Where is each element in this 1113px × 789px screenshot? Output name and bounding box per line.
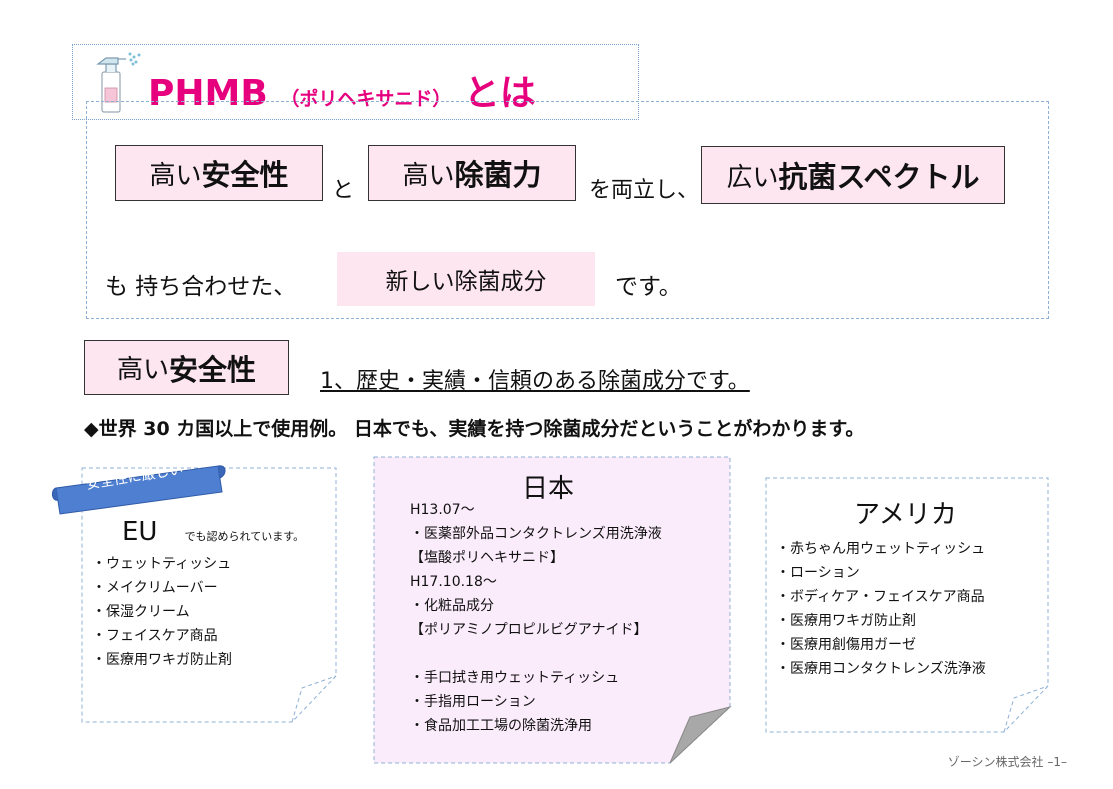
intro-box (86, 101, 1049, 319)
list-item: ・医療用コンタクトレンズ洗浄液 (776, 661, 986, 677)
footer-company: ゾーシン株式会社 –1– (947, 755, 1067, 769)
page-title: PHMB （ポリヘキサニド） とは (148, 64, 536, 116)
label-bold: 抗菌スペクトル (778, 160, 980, 194)
list-item: ・食品加工工場の除菌洗浄用 (410, 718, 592, 734)
new-ingredient-highlight: 新しい除菌成分 (337, 252, 595, 306)
list-item: ・医薬部外品コンタクトレンズ用洗浄液 (410, 526, 662, 542)
japan-card-frame (373, 456, 732, 764)
list-item: 【ポリアミノプロピルビグアナイド】 (410, 622, 648, 638)
label-prefix: 広い (726, 162, 779, 193)
list-item: ・ローション (776, 565, 860, 581)
eu-list: ・ウェットティッシュ ・メイクリムーバー ・保湿クリーム ・フェイスケア商品 ・… (92, 552, 232, 672)
list-item: ・保湿クリーム (92, 604, 190, 620)
list-item: ・化粧品成分 (410, 598, 494, 614)
title-paren: （ポリヘキサニド） (280, 88, 452, 110)
label-wide-spectrum: 広い抗菌スペクトル (701, 146, 1005, 204)
label-prefix: 高い (149, 160, 202, 191)
list-item: H17.10.18～ (410, 574, 497, 590)
eu-title-row: EU でも認められています。 (122, 517, 304, 547)
connector-ryoritsu: を両立し、 (589, 178, 700, 203)
title-box (72, 44, 639, 120)
label-bold: 安全性 (201, 158, 289, 192)
eu-title-note: でも認められています。 (184, 530, 305, 543)
list-item: ・ウェットティッシュ (92, 556, 232, 572)
list-item (410, 642, 662, 666)
ribbon-banner (51, 465, 226, 515)
list-item: ・医療用ワキガ防止剤 (776, 613, 916, 629)
intro-line2-post: です。 (615, 274, 682, 300)
eu-card-frame (81, 467, 337, 723)
label-high-sterilization: 高い除菌力 (368, 145, 576, 201)
label-prefix: 高い (116, 355, 169, 385)
connector-to: と (332, 178, 355, 203)
usa-title: アメリカ (854, 500, 957, 530)
list-item: ・赤ちゃん用ウェットティッシュ (776, 541, 986, 557)
usa-list: ・赤ちゃん用ウェットティッシュ ・ローション ・ボディケア・フェイスケア商品 ・… (776, 537, 986, 681)
title-phmb: PHMB (148, 73, 268, 114)
list-item: ・医療用創傷用ガーゼ (776, 637, 916, 653)
list-item: ・手口拭き用ウェットティッシュ (410, 670, 620, 686)
title-suffix: とは (463, 73, 536, 114)
spray-bottle-icon (96, 52, 141, 113)
label-bold: 安全性 (169, 352, 257, 387)
list-item: ・医療用ワキガ防止剤 (92, 652, 232, 668)
section-label-high-safety: 高い安全性 (84, 340, 289, 395)
label-prefix: 高い (402, 160, 455, 191)
section-title: 1、歴史・実績・信頼のある除菌成分です。 (320, 369, 750, 394)
eu-title: EU (122, 517, 158, 547)
list-item: ・フェイスケア商品 (92, 628, 218, 644)
world-usage-note: ◆世界 30 カ国以上で使用例。 日本でも、実績を持つ除菌成分だということがわか… (84, 418, 865, 440)
list-item: ・ボディケア・フェイスケア商品 (776, 589, 985, 605)
list-item: ・手指用ローション (410, 694, 536, 710)
label-bold: 除菌力 (454, 158, 542, 192)
list-item: H13.07～ (410, 502, 475, 518)
intro-line2-pre: も 持ち合わせた、 (105, 274, 297, 300)
usa-card-frame (765, 477, 1049, 733)
japan-title: 日本 (522, 474, 575, 504)
label-high-safety: 高い安全性 (115, 145, 323, 201)
list-item: ・メイクリムーバー (92, 580, 218, 596)
japan-list: H13.07～ ・医薬部外品コンタクトレンズ用洗浄液 【塩酸ポリヘキサニド】 H… (410, 498, 662, 738)
list-item: 【塩酸ポリヘキサニド】 (410, 550, 564, 566)
